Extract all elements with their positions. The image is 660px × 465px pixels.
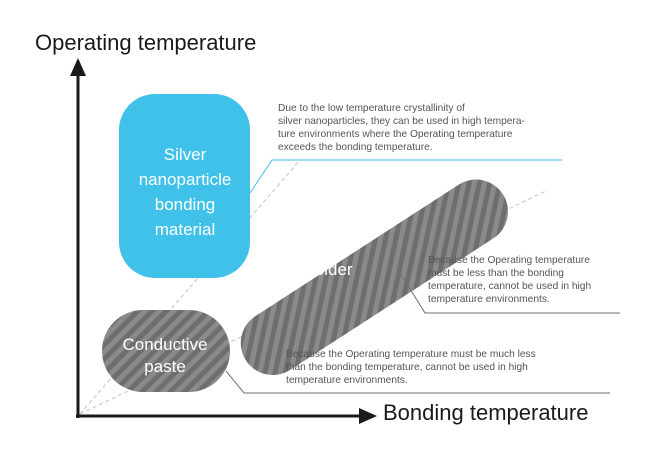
annotation-line: Because the Operating temperature must b… xyxy=(286,349,536,360)
x-axis-label: Bonding temperature xyxy=(383,400,589,425)
silver-label-line: nanoparticle xyxy=(138,170,232,189)
solder-pill xyxy=(240,179,508,376)
y-axis-label: Operating temperature xyxy=(35,30,257,55)
silver-label-line: material xyxy=(154,220,216,239)
silver-label-line: bonding xyxy=(154,195,216,214)
silver-nanoparticle-pill xyxy=(119,94,250,278)
silver-annotation: Due to the low temperature crystallinity… xyxy=(278,102,525,154)
paste-label-line: paste xyxy=(144,357,186,376)
solder-annotation: Because the Operating temperature must b… xyxy=(428,254,591,306)
silver-nanoparticle-label: Silver nanoparticle bonding material xyxy=(120,142,250,242)
solder-label-line: Solder xyxy=(303,260,353,279)
paste-label-line: Conductive xyxy=(122,335,208,354)
solder-leader-line xyxy=(396,267,620,314)
annotation-line: must be less than the bonding xyxy=(428,268,564,279)
annotation-line: than the bonding temperature, cannot be … xyxy=(286,362,528,373)
annotation-line: temperature environments. xyxy=(286,375,408,386)
annotation-line: ture environments where the Operating te… xyxy=(278,129,513,140)
annotation-line: silver nanoparticles, they can be used i… xyxy=(278,116,525,127)
y-axis-arrowhead xyxy=(70,58,86,76)
paste-leader-line xyxy=(225,370,610,394)
silver-label-line: Silver xyxy=(163,145,207,164)
silver-leader-line xyxy=(249,159,562,194)
solder-label: Solder xyxy=(288,260,368,280)
conductive-paste-label: Conductive paste xyxy=(103,334,227,378)
conductive-paste-pill xyxy=(102,310,230,392)
annotation-line: temperature environments. xyxy=(428,294,550,305)
paste-annotation: Because the Operating temperature must b… xyxy=(286,348,536,387)
annotation-line: Because the Operating temperature xyxy=(428,255,590,266)
annotation-line: temperature, cannot be used in high xyxy=(428,281,592,292)
annotation-line: exceeds the bonding temperature. xyxy=(278,142,433,153)
annotation-line: Due to the low temperature crystallinity… xyxy=(278,103,465,114)
x-axis-arrowhead xyxy=(359,408,377,424)
